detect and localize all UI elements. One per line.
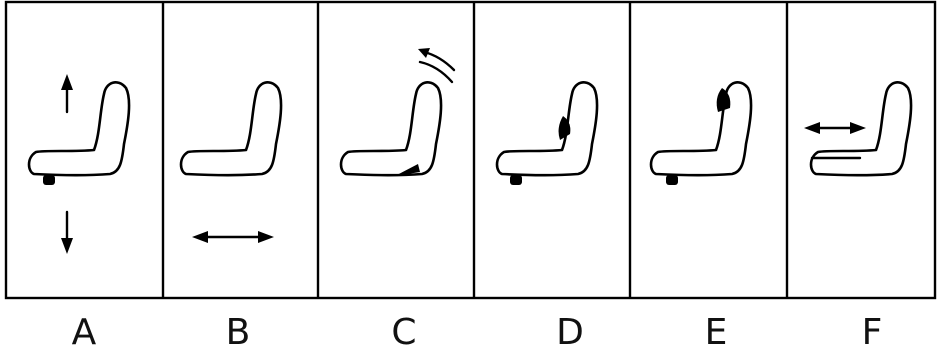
seat-height-up-down-icon bbox=[29, 74, 129, 254]
panel-label-f: F bbox=[862, 312, 883, 353]
panel-label-a: A bbox=[72, 312, 97, 353]
arrow-up-head bbox=[61, 74, 73, 90]
seat-base-knob bbox=[510, 175, 522, 185]
seat-recline-icon bbox=[341, 48, 454, 176]
panel-b: B bbox=[181, 82, 281, 353]
arrow-right-head bbox=[258, 231, 274, 243]
panel-label-d: D bbox=[556, 312, 584, 353]
panel-e: E bbox=[651, 82, 751, 353]
panel-label-e: E bbox=[705, 312, 728, 353]
panel-label-c: C bbox=[391, 312, 416, 353]
seat-base-knob bbox=[43, 175, 55, 185]
panel-label-b: B bbox=[226, 312, 251, 353]
panel-f: F bbox=[804, 82, 911, 353]
seat-cushion-slide-icon bbox=[804, 82, 911, 175]
panel-d: D bbox=[497, 82, 597, 353]
lumbar-pad-upper bbox=[717, 88, 731, 112]
panel-c: C bbox=[341, 48, 454, 353]
diagram-frame bbox=[6, 2, 935, 298]
arrow-left-head bbox=[804, 122, 820, 134]
seat-slide-fore-aft-icon bbox=[181, 82, 281, 243]
arrow-left-head bbox=[192, 231, 208, 243]
arrow-down-head bbox=[61, 238, 73, 254]
arrow-right-head bbox=[850, 122, 866, 134]
panel-a: A bbox=[29, 74, 129, 353]
lumbar-support-upper-icon bbox=[651, 82, 751, 185]
seat-base-knob bbox=[666, 175, 678, 185]
recline-arc-back bbox=[424, 52, 454, 70]
lumbar-support-lower-icon bbox=[497, 82, 597, 185]
